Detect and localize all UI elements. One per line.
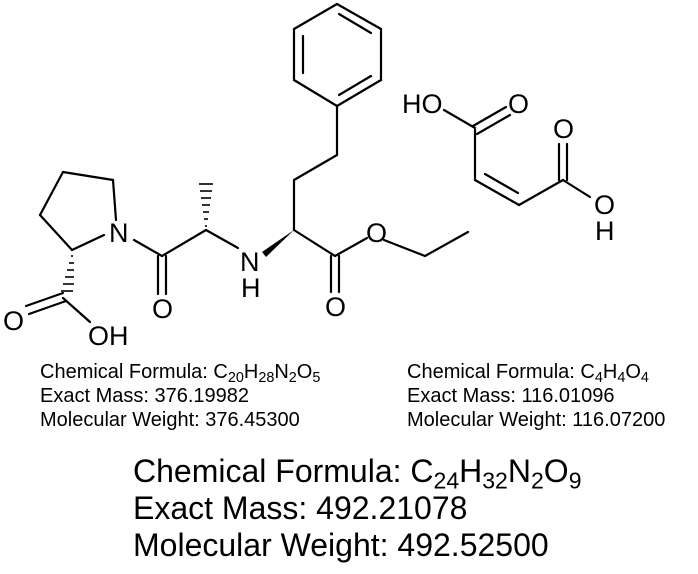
ethyl-ester (292, 228, 470, 294)
atom-label-maleic-oh-h: H (595, 216, 615, 246)
formula-label: Chemical Formula: (40, 361, 214, 383)
wedge-bond (262, 230, 294, 257)
atom-label-maleic-o1: O (508, 89, 529, 119)
element: N (507, 453, 531, 489)
carboxylic-acid (24, 291, 92, 324)
maleic-formula: Chemical Formula: C4H4O4 (407, 362, 665, 386)
atom-label-amine-h: H (241, 273, 261, 303)
atom-label-proline-n: N (109, 218, 129, 248)
alanine-backbone (132, 228, 208, 296)
subscript: 24 (433, 467, 460, 494)
atom-label-maleic-o2: O (553, 114, 574, 144)
subscript: 20 (227, 370, 244, 387)
enalapril-mol-weight: Molecular Weight: 376.45300 (40, 409, 300, 431)
atom-label-amide-o: O (152, 294, 173, 324)
element: H (243, 361, 259, 383)
element: O (296, 361, 313, 383)
formula-label: Chemical Formula: (133, 453, 411, 489)
atom-label-maleic-ho: HO (402, 89, 443, 119)
combined-info: Chemical Formula: C24H32N2O9 Exact Mass:… (133, 455, 582, 566)
element: H (602, 361, 618, 383)
element: C (410, 453, 434, 489)
hashed-bond-methyl (199, 183, 213, 227)
element: N (274, 361, 289, 383)
element: O (625, 361, 641, 383)
atom-label-maleic-oh-o: O (594, 190, 615, 220)
atom-label-ester-carbonyl-o: O (325, 292, 346, 322)
subscript: 32 (482, 467, 508, 494)
subscript: 9 (568, 467, 582, 494)
maleic-acid-info: Chemical Formula: C4H4O4 Exact Mass: 116… (407, 362, 665, 434)
chemical-structure: N N H O O O O OH HO O O O H (3, 2, 615, 350)
combined-formula: Chemical Formula: C24H32N2O9 (133, 455, 582, 492)
hashed-bond-proline (61, 255, 74, 292)
atom-label-cooh-o: O (3, 306, 24, 336)
maleic-mol-weight: Molecular Weight: 116.07200 (407, 409, 666, 431)
subscript: 2 (288, 370, 297, 387)
formula-label: Chemical Formula: (407, 361, 581, 383)
element: C (580, 361, 595, 383)
phenethyl-chain (292, 104, 339, 232)
subscript: 28 (258, 370, 275, 387)
enalapril-exact-mass: Exact Mass: 376.19982 (40, 385, 250, 407)
subscript: 4 (594, 370, 603, 387)
subscript: 4 (617, 370, 626, 387)
element: O (543, 453, 569, 489)
maleic-acid (442, 105, 592, 207)
proline-ring (38, 170, 118, 252)
subscript: 2 (530, 467, 544, 494)
subscript: 5 (312, 370, 321, 387)
combined-mol-weight: Molecular Weight: 492.52500 (133, 527, 549, 563)
atom-label-amine-n: N (240, 247, 260, 277)
atom-label-ester-o: O (366, 218, 387, 248)
element: H (459, 453, 483, 489)
maleic-exact-mass: Exact Mass: 116.01096 (407, 385, 615, 407)
benzene-ring (292, 2, 383, 108)
atom-label-cooh-oh: OH (88, 321, 129, 350)
enalapril-formula: Chemical Formula: C20H28N2O5 (40, 362, 320, 386)
amine-bonds (204, 228, 240, 250)
enalapril-info: Chemical Formula: C20H28N2O5 Exact Mass:… (40, 362, 320, 434)
subscript: 4 (640, 370, 649, 387)
element: C (213, 361, 228, 383)
combined-exact-mass: Exact Mass: 492.21078 (133, 490, 468, 526)
